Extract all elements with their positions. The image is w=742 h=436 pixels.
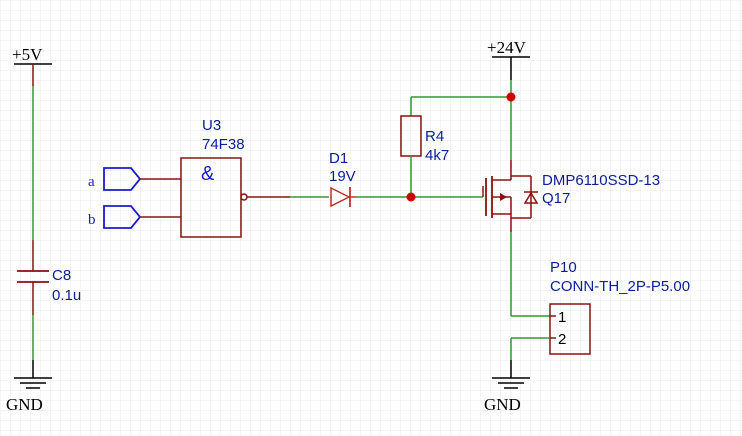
q17-value-label: DMP6110SSD-13 [542, 172, 660, 189]
r4-ref-label: R4 [425, 128, 444, 145]
c8-value-label: 0.1u [52, 287, 81, 304]
p10-ref-label: P10 [550, 259, 577, 276]
q17-ref-label: Q17 [542, 190, 570, 207]
junction-gate [406, 192, 416, 202]
port-a[interactable]: a [88, 167, 142, 191]
diode-d1[interactable]: D1 19V [329, 150, 356, 208]
gnd-right-symbol[interactable]: GND [484, 360, 530, 414]
u3-value-label: 74F38 [202, 136, 245, 153]
d1-value-label: 19V [329, 168, 356, 185]
vcc-5v-label: +5V [12, 45, 43, 64]
vcc-24v-symbol[interactable]: +24V [487, 38, 530, 80]
p10-value-label: CONN-TH_2P-P5.00 [550, 278, 690, 295]
p10-pin2-label: 2 [558, 331, 566, 348]
r4-value-label: 4k7 [425, 147, 449, 164]
port-a-label: a [88, 174, 95, 190]
d1-ref-label: D1 [329, 150, 348, 167]
p10-pin1-label: 1 [558, 309, 566, 326]
vcc-5v-symbol[interactable]: +5V [12, 45, 52, 86]
gnd-left-label: GND [6, 395, 43, 414]
gnd-right-label: GND [484, 395, 521, 414]
c8-ref-label: C8 [52, 267, 71, 284]
gnd-left-symbol[interactable]: GND [6, 360, 52, 414]
u3-ref-label: U3 [202, 117, 221, 134]
vcc-24v-label: +24V [487, 38, 527, 57]
mosfet-q17[interactable]: DMP6110SSD-13 Q17 [482, 160, 660, 232]
port-b-label: b [88, 212, 96, 228]
port-b[interactable]: b [88, 205, 142, 229]
gate-u3[interactable]: & U3 74F38 [180, 117, 248, 238]
capacitor-c8[interactable]: C8 0.1u [17, 240, 81, 315]
u3-symbol-label: & [201, 163, 215, 185]
junction-24v [506, 92, 516, 102]
connector-p10[interactable]: 1 2 P10 CONN-TH_2P-P5.00 [549, 259, 690, 355]
